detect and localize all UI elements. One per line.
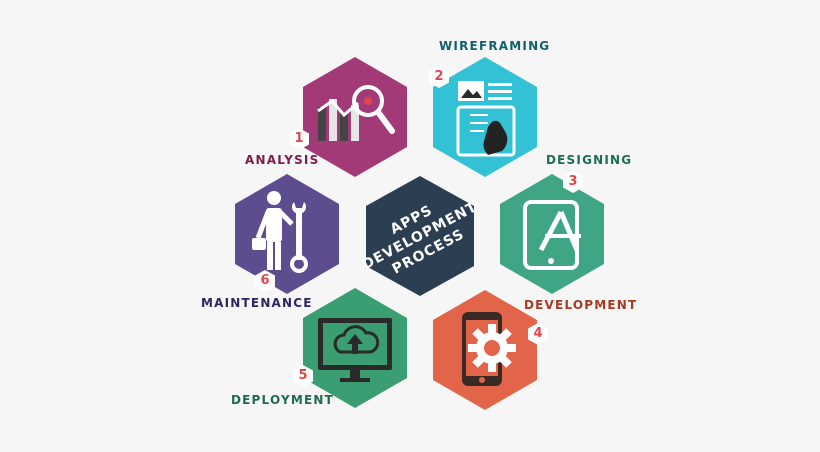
wireframe-tablet-hand-icon [456,81,516,157]
step-label-development: DEVELOPMENT [524,298,638,312]
development-phone-gear-icon [462,312,516,386]
step-number-5: 5 [298,368,308,383]
step-label-maintenance: MAINTENANCE [201,296,313,310]
step-number-badge-3: 3 [561,170,585,194]
hex-wireframing [430,55,540,179]
step-number-4: 4 [533,326,543,341]
step-number-6: 6 [260,273,270,288]
step-label-wireframing: WIREFRAMING [439,39,551,53]
deployment-monitor-cloud-icon [318,318,392,382]
step-number-badge-1: 1 [287,127,311,151]
hex-analysis [300,55,410,179]
maintenance-worker-wrench-icon [252,191,308,273]
step-label-designing: DESIGNING [546,153,633,167]
step-number-3: 3 [568,174,578,189]
step-number-1: 1 [294,131,304,146]
hex-designing [497,172,607,296]
step-label-analysis: ANALYSIS [245,153,320,167]
step-number-badge-5: 5 [291,364,315,388]
step-label-deployment: DEPLOYMENT [231,393,335,407]
step-number-badge-6: 6 [253,269,277,293]
analysis-chart-magnifier-icon [317,85,395,141]
step-number-badge-2: 2 [427,65,451,89]
hex-center [362,174,474,298]
step-number-2: 2 [434,69,444,84]
hex-maintenance [232,172,342,296]
step-number-badge-4: 4 [526,322,550,346]
design-tablet-tools-icon [523,200,581,270]
hex-development [430,288,540,412]
hex-deployment [300,286,410,410]
